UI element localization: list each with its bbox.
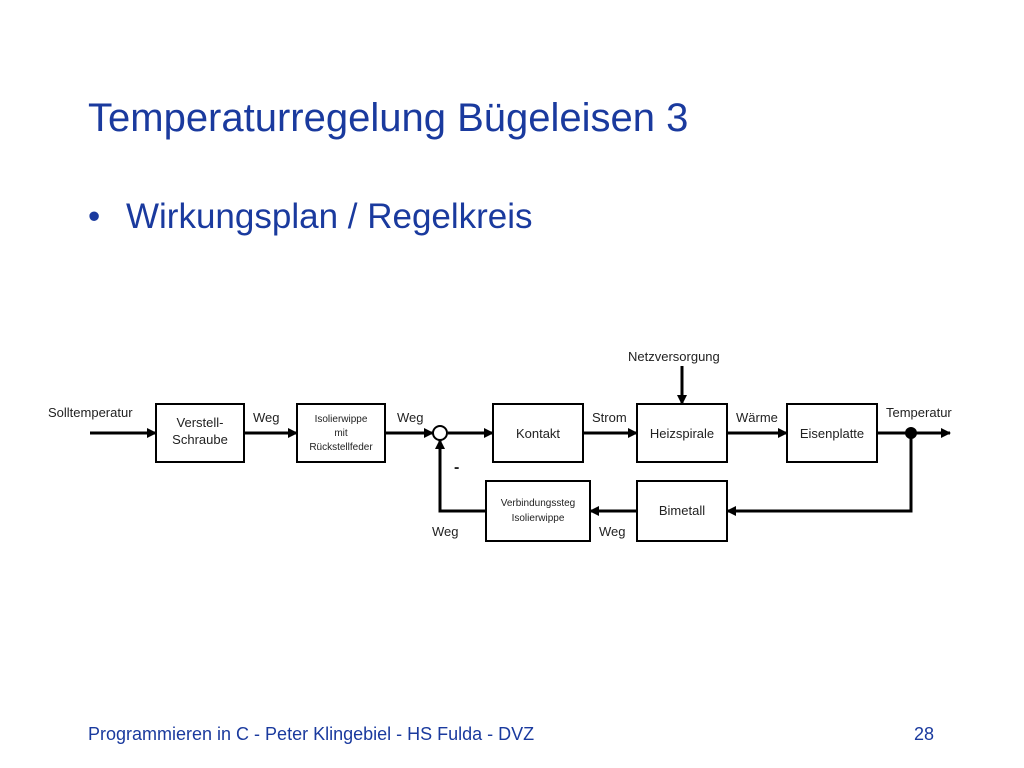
bullet-marker: •: [88, 197, 101, 236]
block-isolier-line1: Isolierwippe: [315, 414, 368, 425]
block-eisenplatte-label: Eisenplatte: [800, 426, 864, 441]
summing-junction: [432, 425, 448, 441]
label-weg2: Weg: [397, 410, 424, 425]
feedback-line-right: [737, 433, 913, 513]
feedback-line-left: [438, 450, 486, 513]
block-kontakt-label: Kontakt: [516, 426, 560, 441]
bullet-text: Wirkungsplan / Regelkreis: [126, 197, 533, 236]
label-weg1: Weg: [253, 410, 280, 425]
block-verstell-line1: Verstell-: [177, 415, 224, 430]
block-isolier-line2: mit: [334, 428, 348, 439]
label-solltemperatur: Solltemperatur: [48, 405, 133, 420]
label-netzversorgung: Netzversorgung: [628, 349, 720, 364]
label-minus: -: [454, 459, 459, 476]
block-isolierwippe: Isolierwippe mit Rückstellfeder: [296, 403, 386, 463]
block-bimetall-label: Bimetall: [659, 503, 705, 518]
block-verbindungssteg: Verbindungssteg Isolierwippe: [485, 480, 591, 542]
label-strom: Strom: [592, 410, 627, 425]
label-weg-feedback-left: Weg: [432, 524, 459, 539]
label-weg-feedback-right: Weg: [599, 524, 626, 539]
block-kontakt: Kontakt: [492, 403, 584, 463]
block-eisenplatte: Eisenplatte: [786, 403, 878, 463]
page-number: 28: [914, 724, 935, 744]
label-waerme: Wärme: [736, 410, 778, 425]
slide-title: Temperaturregelung Bügeleisen 3: [88, 96, 689, 140]
block-heizspirale: Heizspirale: [636, 403, 728, 463]
bullet-item: • Wirkungsplan / Regelkreis: [88, 197, 533, 237]
footer-text: Programmieren in C - Peter Klingebiel - …: [88, 724, 535, 744]
block-heizspirale-label: Heizspirale: [650, 426, 714, 441]
block-bimetall: Bimetall: [636, 480, 728, 542]
block-isolier-line3: Rückstellfeder: [309, 442, 373, 453]
block-verstell-line2: Schraube: [172, 432, 228, 447]
label-temperatur: Temperatur: [886, 405, 952, 420]
block-verbindung-line2: Isolierwippe: [512, 513, 565, 524]
block-verbindung-line1: Verbindungssteg: [501, 498, 576, 509]
block-verstell-schraube: Verstell- Schraube: [155, 403, 245, 463]
